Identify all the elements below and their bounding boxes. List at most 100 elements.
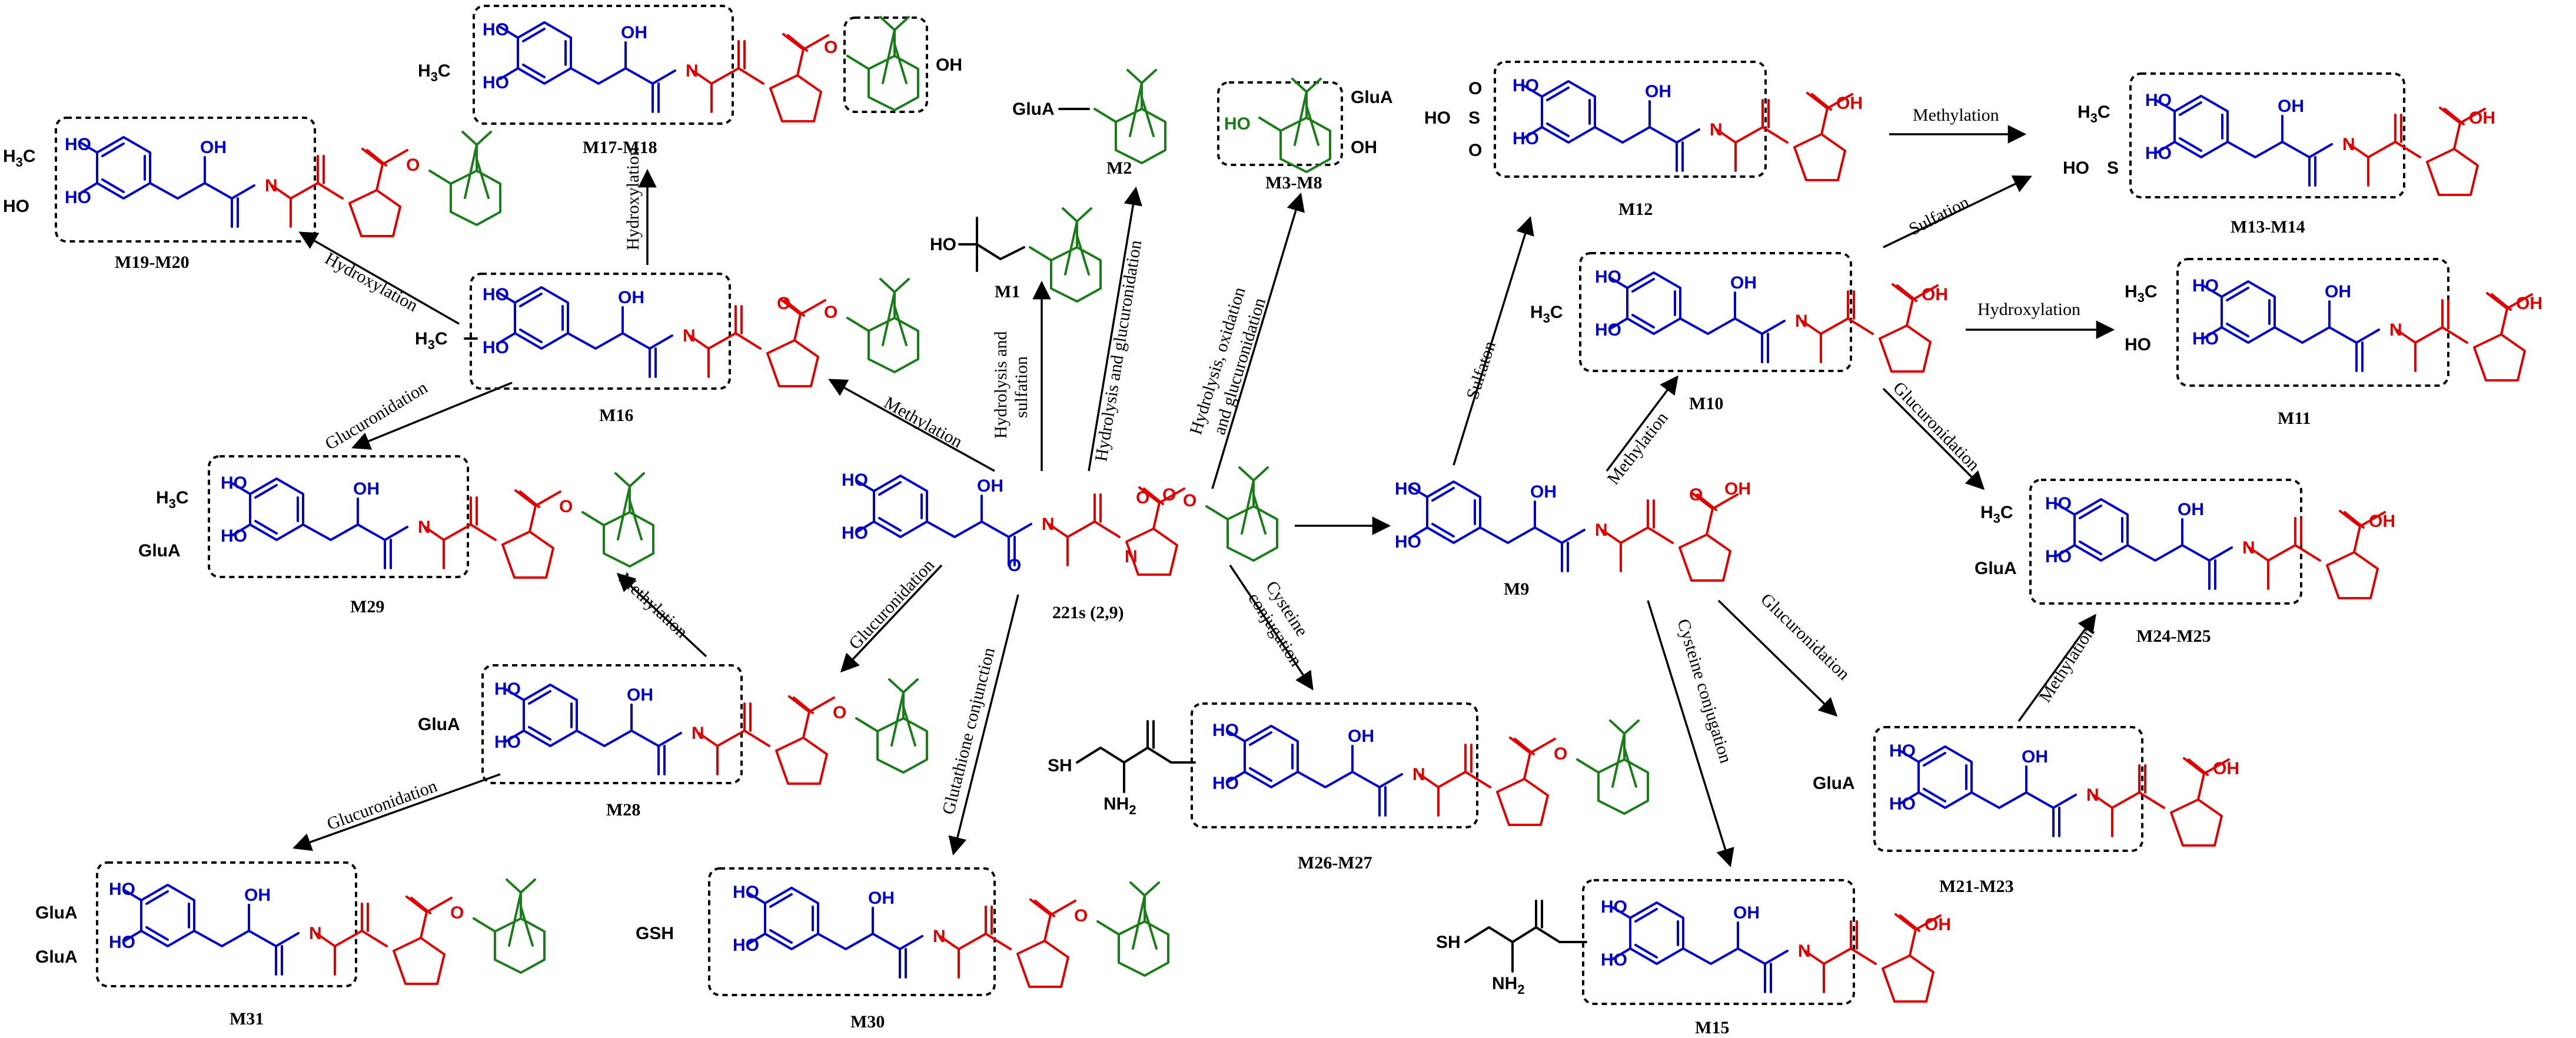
arrow-parent-to-m2 xyxy=(1088,186,1142,472)
svg-text:N: N xyxy=(1412,765,1425,784)
svg-text:OH: OH xyxy=(2213,759,2239,778)
svg-text:N: N xyxy=(1595,520,1608,540)
svg-text:OH: OH xyxy=(244,886,271,905)
svg-text:N: N xyxy=(1795,311,1808,331)
compound-m21-m23: GluA HO HO OH N OH M21-M23 xyxy=(1813,726,2239,896)
svg-text:HO: HO xyxy=(2145,91,2172,110)
label-m29: M29 xyxy=(350,597,384,616)
svg-text:HO: HO xyxy=(1595,267,1621,287)
rxn-methylation-parent-m16: Methylation xyxy=(881,393,966,452)
rxn-hydroxylation-m10-m11: Hydroxylation xyxy=(1977,300,2080,319)
compound-m2: GluA M2 xyxy=(1012,69,1166,178)
svg-text:OH: OH xyxy=(936,55,962,75)
svg-text:O: O xyxy=(1074,906,1088,926)
arrow-parent-to-m30 xyxy=(948,594,1019,856)
svg-text:GluA: GluA xyxy=(35,903,78,923)
arrow-m21-to-m24 xyxy=(2017,613,2096,722)
label-m10: M10 xyxy=(1689,394,1723,413)
label-m15: M15 xyxy=(1695,1018,1729,1037)
compound-m17-m18: H3C HO HO OH N O OH M17-M18 xyxy=(418,5,962,157)
reaction-labels: Methylation Hydrolysis and sulfation Hyd… xyxy=(322,105,2099,834)
svg-text:HO: HO xyxy=(2145,144,2172,163)
svg-text:SH: SH xyxy=(1048,756,1072,775)
compound-m31: GluA GluA HO HO OH N O M31 xyxy=(35,861,546,1029)
svg-text:OH: OH xyxy=(1924,915,1951,934)
svg-text:GSH: GSH xyxy=(636,924,674,943)
compound-m30: GSH HO HO OH N O M30 xyxy=(636,867,1169,1032)
svg-text:NH2: NH2 xyxy=(1103,794,1136,817)
arrow-parent-to-m16 xyxy=(828,379,995,472)
svg-text:GluA: GluA xyxy=(1975,559,2017,578)
svg-text:O: O xyxy=(824,38,837,57)
svg-text:HO: HO xyxy=(221,526,247,546)
svg-text:OH: OH xyxy=(1733,903,1760,923)
svg-text:N: N xyxy=(2086,785,2099,805)
svg-text:GluA: GluA xyxy=(1012,100,1055,119)
svg-text:HO: HO xyxy=(483,73,509,92)
compound-m10: H3C HO HO OH N OH M10 xyxy=(1530,252,1948,413)
svg-text:HO: HO xyxy=(2192,329,2219,349)
arrow-m10-to-m13 xyxy=(1883,175,2032,248)
svg-text:HO: HO xyxy=(1595,320,1621,340)
label-m28: M28 xyxy=(606,800,640,820)
svg-text:OH: OH xyxy=(2516,294,2542,313)
svg-text:OH: OH xyxy=(353,479,380,499)
compound-m29: H3C GluA HO HO OH N O M29 xyxy=(138,455,654,616)
svg-text:N: N xyxy=(2242,538,2255,558)
svg-text:HO: HO xyxy=(733,883,759,902)
arrow-m9-to-m10 xyxy=(1606,375,1678,472)
svg-text:OH: OH xyxy=(2369,512,2395,531)
svg-text:H3C: H3C xyxy=(1530,303,1563,326)
svg-text:HO: HO xyxy=(1224,114,1251,134)
rxn-glucuronidation-m10-m24: Glucuronidation xyxy=(1889,378,1983,475)
svg-text:OH: OH xyxy=(2469,108,2495,128)
compound-m13-m14: H3C HO S HO HO OH N OH M13-M14 xyxy=(2063,72,2495,237)
label-m26-m27: M26-M27 xyxy=(1298,853,1372,873)
label-221s: 221s (2,9) xyxy=(1052,603,1124,622)
svg-text:H3C: H3C xyxy=(2125,282,2158,305)
svg-text:O: O xyxy=(1008,556,1021,575)
svg-text:N: N xyxy=(2389,320,2402,340)
label-m24-m25: M24-M25 xyxy=(2136,626,2211,646)
svg-text:HO: HO xyxy=(1212,774,1239,793)
svg-text:GluA: GluA xyxy=(1813,774,1855,793)
svg-text:O: O xyxy=(1468,141,1482,160)
svg-text:O: O xyxy=(777,294,790,313)
svg-text:GluA: GluA xyxy=(35,947,78,967)
arrow-parent-to-m26 xyxy=(1229,565,1314,691)
svg-text:OH: OH xyxy=(1730,273,1757,293)
rxn-sulfaton: Sulfaton xyxy=(1462,339,1500,402)
svg-text:HO: HO xyxy=(1424,108,1451,128)
svg-text:GluA: GluA xyxy=(418,715,460,734)
label-m13-m14: M13-M14 xyxy=(2231,217,2305,237)
svg-text:HO: HO xyxy=(109,933,135,952)
svg-text:HO: HO xyxy=(1889,741,1916,761)
compound-m11: H3C HO HO HO OH N OH M11 xyxy=(2125,258,2542,428)
arrow-parent-to-m28 xyxy=(840,564,943,673)
compound-m26-m27: SH NH2 HO HO OH N O M26-M27 xyxy=(1048,702,1649,873)
svg-text:HO: HO xyxy=(494,679,521,699)
svg-text:HO: HO xyxy=(109,880,135,899)
rxn-hydrolysis-sulfation-1: Hydrolysis and xyxy=(991,331,1011,439)
rxn-methylation-m21-m24: Methylation xyxy=(2035,623,2099,706)
compound-m3-m8: HO GluA OH M3-M8 xyxy=(1217,78,1393,193)
svg-text:HO: HO xyxy=(2045,494,2072,513)
compound-m28: GluA HO HO OH N O M28 xyxy=(418,664,928,820)
svg-text:HO: HO xyxy=(3,197,29,216)
svg-text:OH: OH xyxy=(1645,82,1671,101)
rxn-cysteine-conjugation-m9-m15: Cysteine conjugation xyxy=(1673,616,1736,765)
svg-text:OH: OH xyxy=(2325,282,2351,301)
svg-text:HO: HO xyxy=(1395,532,1421,552)
svg-text:HO: HO xyxy=(2192,276,2219,296)
svg-text:S: S xyxy=(2107,158,2119,178)
svg-text:HO: HO xyxy=(221,473,247,493)
arrow-parent-to-m3 xyxy=(1211,192,1305,489)
svg-text:OH: OH xyxy=(1836,94,1863,113)
svg-text:OH: OH xyxy=(868,888,895,908)
svg-text:HO: HO xyxy=(483,338,509,357)
svg-text:SH: SH xyxy=(1436,933,1461,952)
compound-m12: HO S O O HO HO OH N OH M12 xyxy=(1424,61,1863,219)
label-m30: M30 xyxy=(850,1012,885,1032)
label-m1: M1 xyxy=(995,282,1020,301)
